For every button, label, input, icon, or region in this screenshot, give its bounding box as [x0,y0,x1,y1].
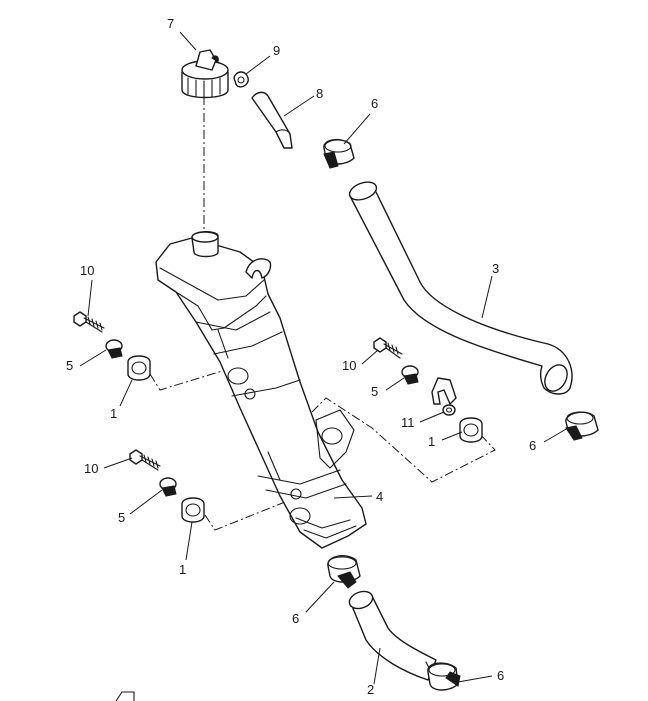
hose-upper [348,181,573,395]
frame-edge [115,691,135,701]
alignment-lines [149,96,496,531]
callout-3: 3 [492,261,499,276]
breather-hose [251,91,293,149]
callout-5-left-lower: 5 [118,510,125,525]
leader-lines [79,31,569,685]
bracket-right [431,377,457,405]
callout-1-right: 1 [428,434,435,449]
radiator [155,231,367,549]
hose-clamp-right [565,411,599,441]
hose-lower [348,590,437,681]
callout-10-left-upper: 10 [80,263,94,278]
hose-clamp-middle [327,555,361,589]
hose-clamp-top [323,138,355,169]
bolt-left-lower [129,449,161,471]
callout-6-right: 6 [529,438,536,453]
callout-10-left-lower: 10 [84,461,98,476]
callout-1-left-upper: 1 [110,406,117,421]
callout-6-bottom: 6 [497,668,504,683]
callout-5-left-upper: 5 [66,358,73,373]
washer-right [442,404,456,416]
hose-clip [233,71,249,88]
collar-right [401,365,419,385]
bolt-left-upper [73,311,105,333]
grommet-left-upper [127,355,151,381]
collar-left-lower [159,477,177,497]
callout-6-top: 6 [371,96,378,111]
callout-9: 9 [273,43,280,58]
grommet-left-lower [181,497,205,523]
callout-7: 7 [167,16,174,31]
callout-6-middle: 6 [292,611,299,626]
bolt-right [373,337,403,359]
collar-left-upper [105,339,123,359]
callout-8: 8 [316,86,323,101]
radiator-cap [181,49,229,99]
callout-4: 4 [376,489,383,504]
callout-5-right: 5 [371,384,378,399]
callout-11: 11 [401,415,415,430]
callout-1-left-lower: 1 [179,562,186,577]
grommet-right [459,417,483,443]
hose-clamp-bottom [427,662,461,691]
callout-2: 2 [367,682,374,697]
callout-labels: 7 9 8 6 3 10 5 1 10 5 1 10 5 11 1 4 6 6 … [66,16,536,697]
callout-10-right: 10 [342,358,356,373]
